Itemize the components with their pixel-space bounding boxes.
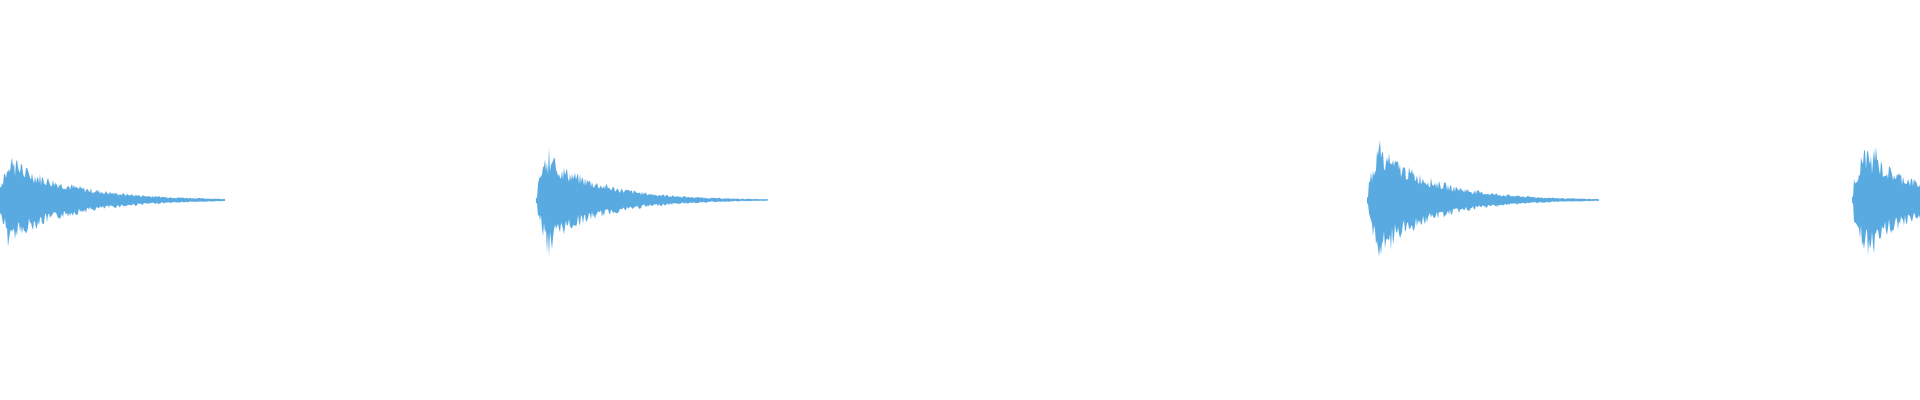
waveform-clip-4 bbox=[1852, 146, 1920, 256]
waveform-envelope bbox=[536, 147, 768, 257]
waveform-clip-3 bbox=[1367, 140, 1599, 257]
waveform-envelope bbox=[0, 157, 225, 248]
waveform-envelope bbox=[1852, 146, 1920, 256]
waveform-clip-2 bbox=[536, 147, 768, 257]
waveform-clip-1 bbox=[0, 157, 225, 248]
waveform-envelope bbox=[1367, 140, 1599, 257]
